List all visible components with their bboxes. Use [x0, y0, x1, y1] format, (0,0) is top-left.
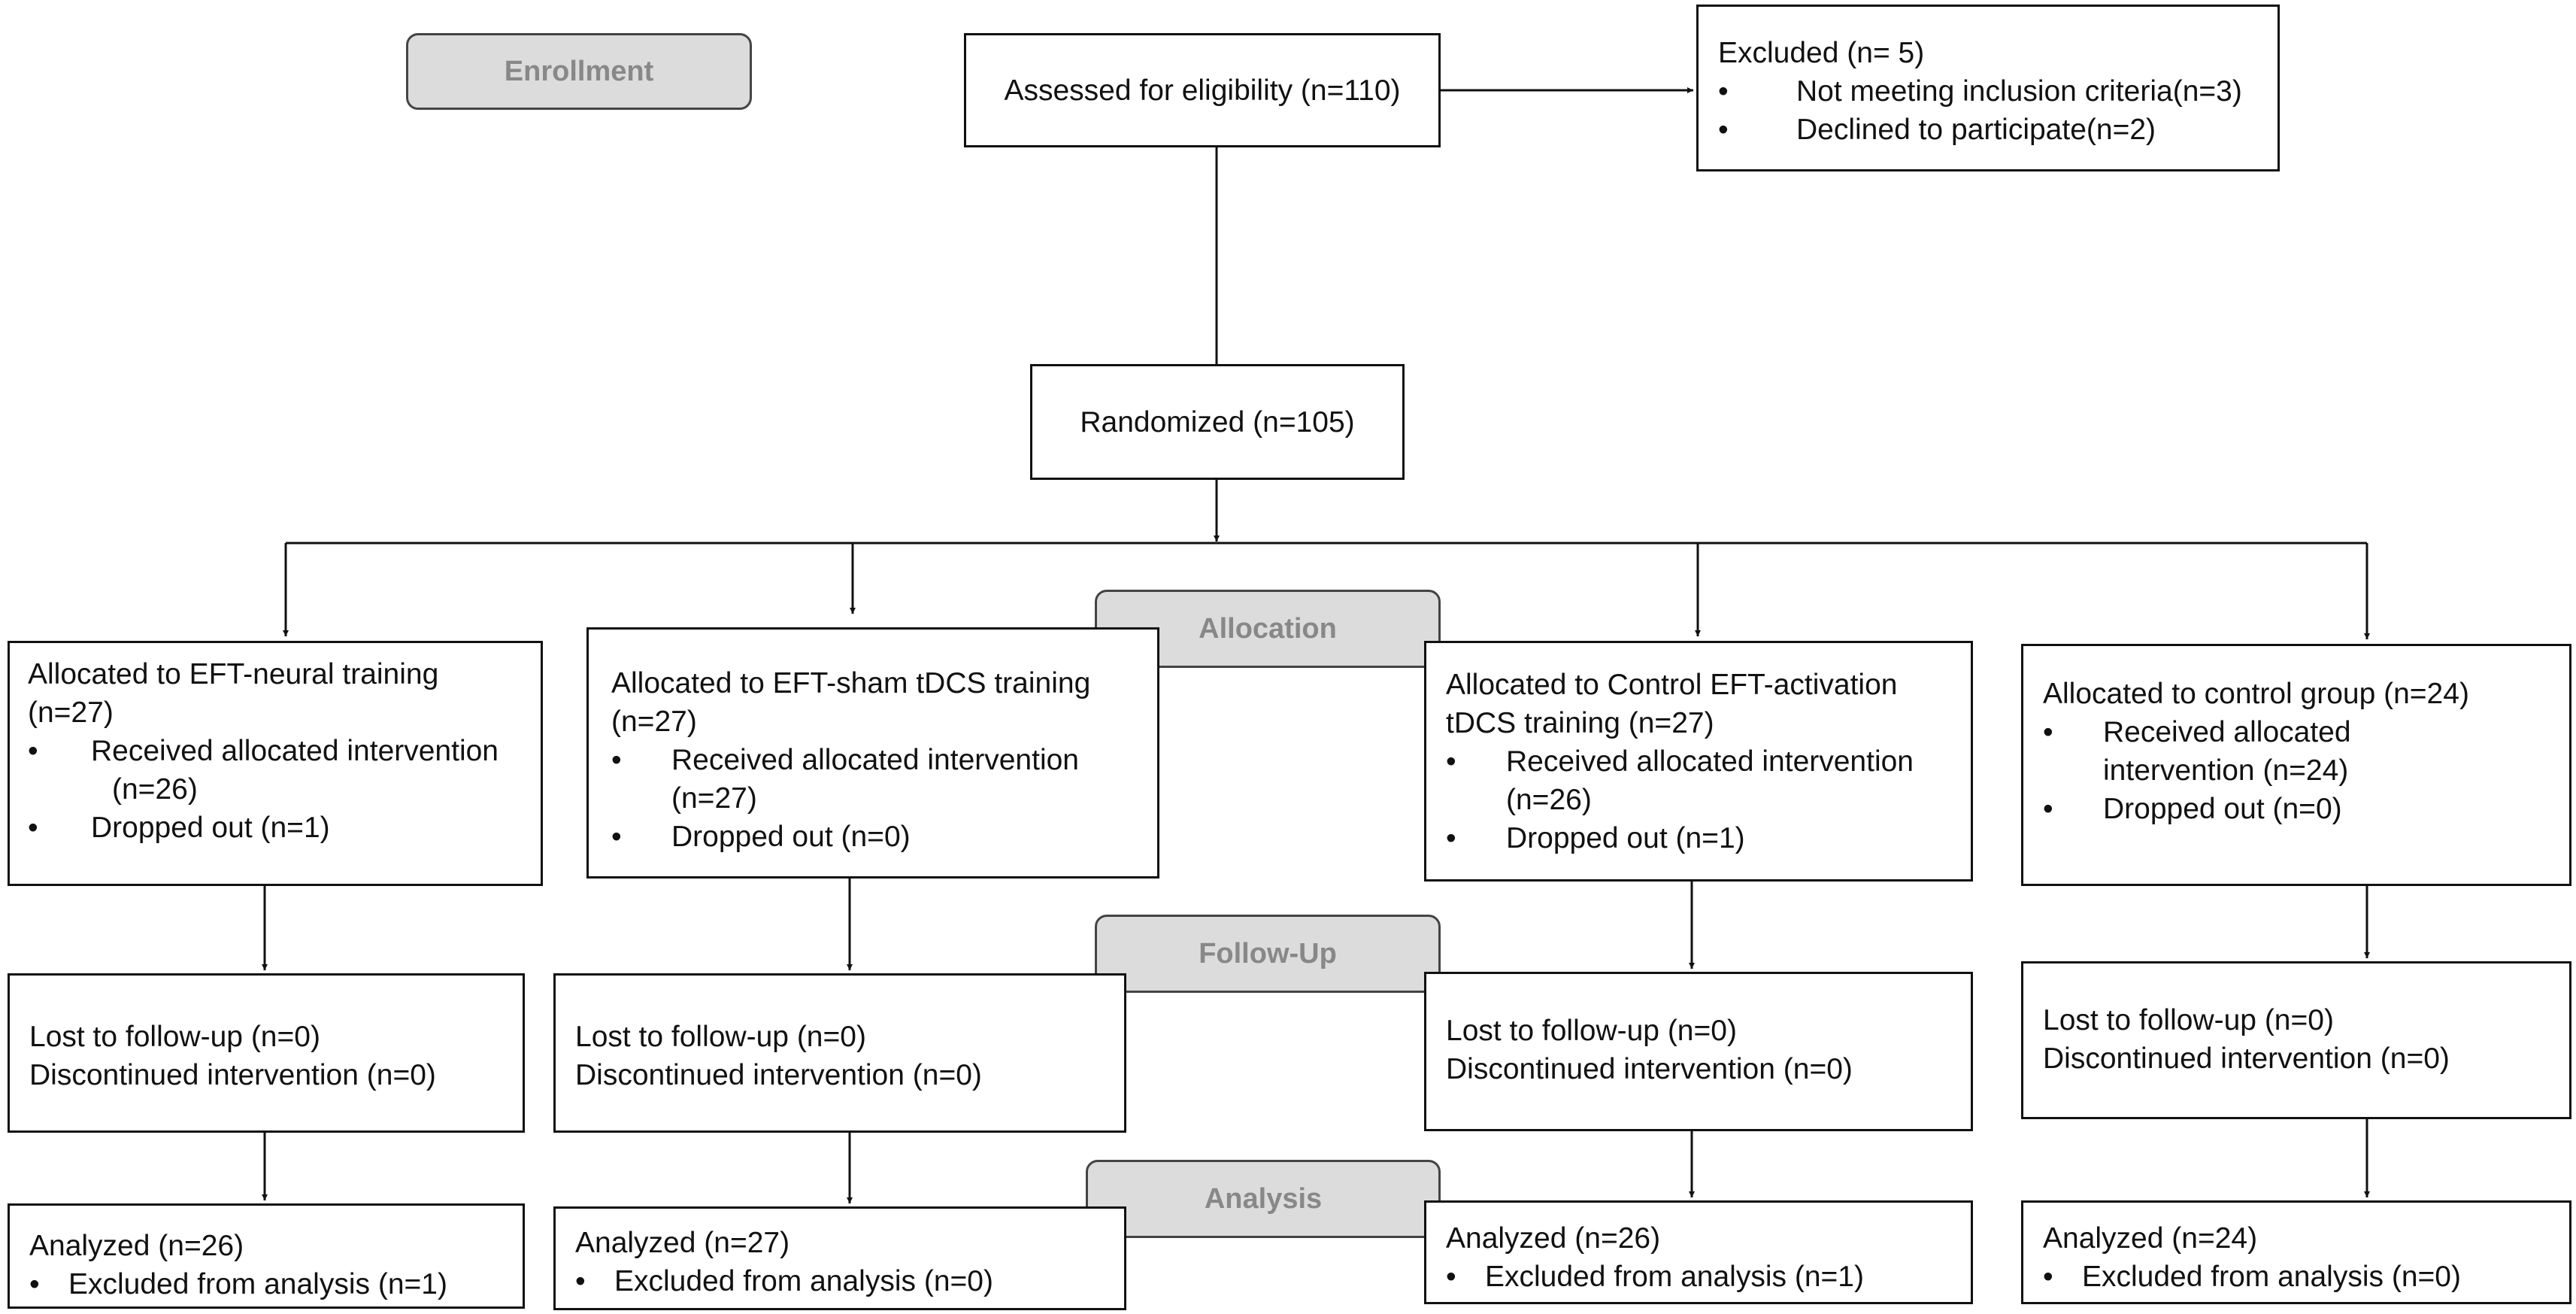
- analyzed-line: Analyzed (n=24): [2043, 1222, 2258, 1255]
- analyzed-line: Analyzed (n=26): [29, 1230, 244, 1262]
- dropped-text: Dropped out (n=0): [2103, 793, 2342, 825]
- analysis-box-group-1: Analyzed (n=26) • Excluded from analysis…: [8, 1203, 525, 1309]
- followup-discontinued-line: Discontinued intervention (n=0): [2043, 1042, 2450, 1075]
- allocation-box-group-1: Allocated to EFT-neural training (n=27) …: [8, 641, 543, 886]
- assessed-box: Assessed for eligibility (n=110): [964, 33, 1441, 147]
- received-count: intervention (n=24): [2103, 754, 2349, 787]
- excluded-analysis-item: • Excluded from analysis (n=0): [575, 1262, 1124, 1300]
- excluded-box: Excluded (n= 5) • Not meeting inclusion …: [1696, 5, 2280, 171]
- allocation-title-line: Allocated to Control EFT-activation: [1446, 669, 1898, 701]
- excluded-item-text: Not meeting inclusion criteria(n=3): [1796, 75, 2242, 108]
- received-item: • Received allocated: [2043, 713, 2569, 751]
- bullet-dot: •: [575, 1265, 586, 1297]
- excluded-analysis-text: Excluded from analysis (n=0): [614, 1265, 993, 1297]
- dropped-text: Dropped out (n=1): [91, 812, 330, 844]
- follow-up-phase-text: Follow-Up: [1199, 937, 1337, 970]
- bullet-dot: •: [1446, 745, 1456, 778]
- dropped-item: • Dropped out (n=1): [28, 809, 541, 847]
- followup-lost-line: Lost to follow-up (n=0): [2043, 1004, 2334, 1036]
- bullet-dot: •: [1718, 75, 1729, 108]
- excluded-analysis-text: Excluded from analysis (n=0): [2082, 1261, 2461, 1293]
- bullet-dot: •: [29, 1268, 40, 1300]
- allocation-title-line: Allocated to control group (n=24): [2043, 678, 2469, 710]
- excluded-analysis-item: • Excluded from analysis (n=1): [1446, 1258, 1971, 1296]
- allocation-phase-text: Allocation: [1199, 612, 1337, 645]
- received-count: (n=27): [671, 782, 757, 815]
- followup-box-group-1: Lost to follow-up (n=0) Discontinued int…: [8, 973, 525, 1133]
- received-text: Received allocated intervention: [1506, 745, 1914, 778]
- excluded-analysis-item: • Excluded from analysis (n=1): [29, 1265, 523, 1303]
- analysis-phase-label: Analysis: [1086, 1160, 1441, 1238]
- excluded-item-2: • Declined to participate(n=2): [1718, 111, 2277, 149]
- received-text: Received allocated intervention: [91, 735, 499, 767]
- randomized-text: Randomized (n=105): [1080, 405, 1355, 439]
- followup-box-group-2: Lost to follow-up (n=0) Discontinued int…: [553, 973, 1126, 1133]
- received-item: • Received allocated intervention: [611, 741, 1157, 779]
- followup-discontinued-line: Discontinued intervention (n=0): [575, 1059, 982, 1091]
- bullet-dot: •: [2043, 716, 2053, 748]
- bullet-dot: •: [2043, 1261, 2053, 1293]
- allocation-box-group-3: Allocated to Control EFT-activation tDCS…: [1424, 641, 1973, 882]
- analysis-box-group-2: Analyzed (n=27) • Excluded from analysis…: [553, 1206, 1126, 1310]
- excluded-analysis-item: • Excluded from analysis (n=0): [2043, 1258, 2569, 1296]
- bullet-dot: •: [28, 812, 38, 844]
- randomized-box: Randomized (n=105): [1030, 364, 1405, 480]
- received-count: (n=26): [112, 773, 198, 806]
- excluded-item-1: • Not meeting inclusion criteria(n=3): [1718, 72, 2277, 111]
- dropped-text: Dropped out (n=0): [671, 821, 911, 853]
- bullet-dot: •: [1446, 1261, 1456, 1293]
- followup-lost-line: Lost to follow-up (n=0): [29, 1021, 320, 1053]
- dropped-item: • Dropped out (n=1): [1446, 819, 1971, 857]
- allocation-title-line: (n=27): [611, 706, 697, 738]
- excluded-item-text: Declined to participate(n=2): [1796, 114, 2156, 146]
- received-text: Received allocated intervention: [671, 744, 1080, 776]
- bullet-dot: •: [611, 821, 622, 853]
- allocation-title-line: Allocated to EFT-neural training: [28, 658, 439, 690]
- followup-discontinued-line: Discontinued intervention (n=0): [1446, 1053, 1853, 1085]
- allocation-title-line: tDCS training (n=27): [1446, 707, 1714, 739]
- allocation-title-line: (n=27): [28, 696, 114, 729]
- allocation-box-group-2: Allocated to EFT-sham tDCS training (n=2…: [586, 627, 1159, 879]
- received-count: (n=26): [1506, 784, 1592, 816]
- excluded-title: Excluded (n= 5): [1718, 37, 1925, 69]
- bullet-dot: •: [28, 735, 38, 767]
- dropped-item: • Dropped out (n=0): [611, 818, 1157, 856]
- analyzed-line: Analyzed (n=26): [1446, 1222, 1661, 1255]
- followup-lost-line: Lost to follow-up (n=0): [1446, 1015, 1737, 1047]
- enrollment-phase-text: Enrollment: [504, 55, 654, 87]
- bullet-dot: •: [611, 744, 622, 776]
- bullet-dot: •: [1446, 822, 1456, 854]
- analysis-phase-text: Analysis: [1204, 1182, 1323, 1215]
- follow-up-phase-label: Follow-Up: [1095, 915, 1441, 993]
- enrollment-phase-label: Enrollment: [406, 33, 752, 110]
- assessed-text: Assessed for eligibility (n=110): [1004, 74, 1401, 107]
- received-item: • Received allocated intervention: [1446, 742, 1971, 781]
- allocation-box-group-4: Allocated to control group (n=24) • Rece…: [2021, 644, 2571, 886]
- excluded-analysis-text: Excluded from analysis (n=1): [1485, 1261, 1864, 1293]
- received-text: Received allocated: [2103, 716, 2351, 748]
- analysis-box-group-4: Analyzed (n=24) • Excluded from analysis…: [2021, 1200, 2571, 1304]
- followup-box-group-4: Lost to follow-up (n=0) Discontinued int…: [2021, 961, 2571, 1119]
- bullet-dot: •: [1718, 114, 1729, 146]
- dropped-text: Dropped out (n=1): [1506, 822, 1745, 854]
- allocation-title-line: Allocated to EFT-sham tDCS training: [611, 667, 1091, 699]
- followup-lost-line: Lost to follow-up (n=0): [575, 1021, 866, 1053]
- bullet-dot: •: [2043, 793, 2053, 825]
- excluded-analysis-text: Excluded from analysis (n=1): [68, 1268, 447, 1300]
- dropped-item: • Dropped out (n=0): [2043, 790, 2569, 828]
- received-item: • Received allocated intervention: [28, 732, 541, 770]
- followup-box-group-3: Lost to follow-up (n=0) Discontinued int…: [1424, 972, 1973, 1131]
- analysis-box-group-3: Analyzed (n=26) • Excluded from analysis…: [1424, 1200, 1973, 1304]
- followup-discontinued-line: Discontinued intervention (n=0): [29, 1059, 436, 1091]
- analyzed-line: Analyzed (n=27): [575, 1227, 790, 1259]
